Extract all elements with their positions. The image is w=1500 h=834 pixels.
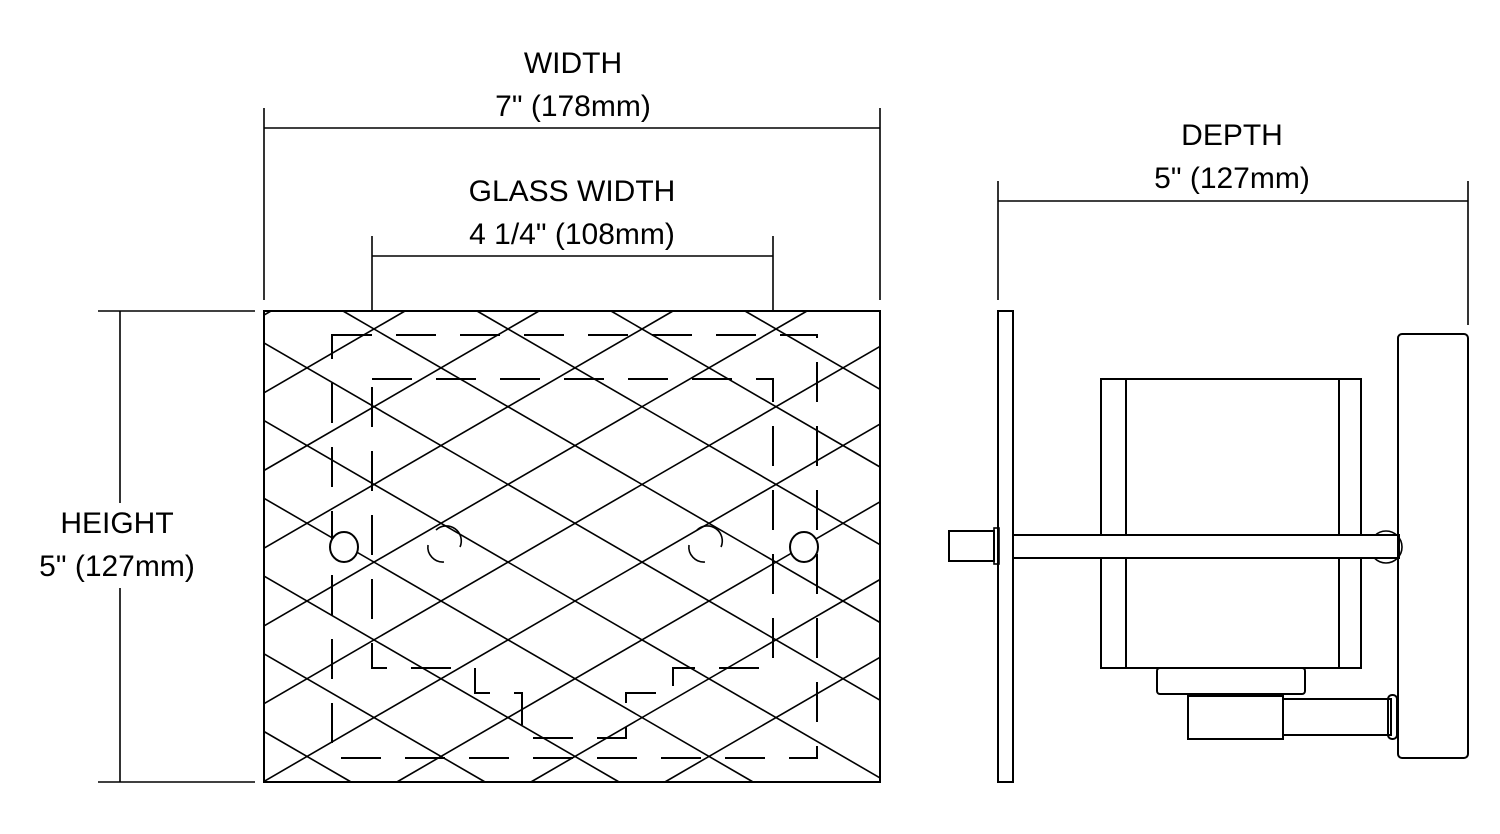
wall-backplate: [1397, 333, 1469, 759]
hatch-line-ascending: [263, 423, 881, 783]
mounting-screw-left: [329, 531, 359, 563]
glass-width-label: GLASS WIDTH: [469, 175, 676, 208]
height-label: HEIGHT: [60, 507, 173, 540]
glass-crosshatch-pattern: [263, 310, 881, 783]
socket-body: [1187, 695, 1284, 740]
support-rod: [1012, 534, 1400, 559]
hatch-line-descending: [744, 310, 881, 390]
width-dimension: WIDTH 7" (178mm): [263, 47, 881, 300]
socket-cap: [1156, 667, 1306, 695]
height-value: 5" (127mm): [39, 550, 195, 583]
width-label: WIDTH: [524, 47, 622, 80]
hatch-line-descending: [610, 310, 881, 468]
socket-arc-right: [688, 525, 724, 563]
hatch-line-ascending: [530, 578, 881, 783]
hatch-line-descending: [263, 342, 881, 701]
hatch-line-descending: [342, 310, 881, 624]
hatch-line-ascending: [263, 310, 674, 549]
side-view: [948, 310, 1469, 783]
hatch-line-ascending: [263, 310, 808, 627]
mounting-screw-right: [789, 531, 819, 563]
front-outline: [263, 310, 881, 783]
hatch-line-descending: [263, 419, 881, 779]
front-glass-plate: [997, 310, 1014, 783]
width-value: 7" (178mm): [495, 90, 651, 123]
finial-knob: [948, 530, 995, 562]
glass-width-value: 4 1/4" (108mm): [469, 218, 675, 251]
depth-label: DEPTH: [1181, 119, 1283, 152]
socket-arm: [1282, 698, 1392, 736]
hatch-line-ascending: [263, 310, 540, 472]
backplate-hidden-outline: [331, 334, 818, 759]
glass-shade: [1100, 378, 1362, 669]
hatch-line-ascending: [263, 310, 406, 394]
glass-width-dimension: GLASS WIDTH 4 1/4" (108mm): [371, 175, 774, 311]
height-dimension: HEIGHT 5" (127mm): [39, 310, 255, 783]
socket-arc-left: [427, 525, 463, 563]
hatch-line-descending: [476, 310, 881, 546]
glass-hidden-outline: [371, 378, 774, 739]
hatch-line-ascending: [664, 656, 881, 783]
depth-value: 5" (127mm): [1154, 162, 1310, 195]
depth-dimension: DEPTH 5" (127mm): [997, 119, 1469, 325]
finial-washer: [993, 527, 1000, 565]
arm-end-cap: [1387, 694, 1398, 740]
front-view: [263, 310, 881, 783]
hatch-line-ascending: [263, 345, 881, 705]
